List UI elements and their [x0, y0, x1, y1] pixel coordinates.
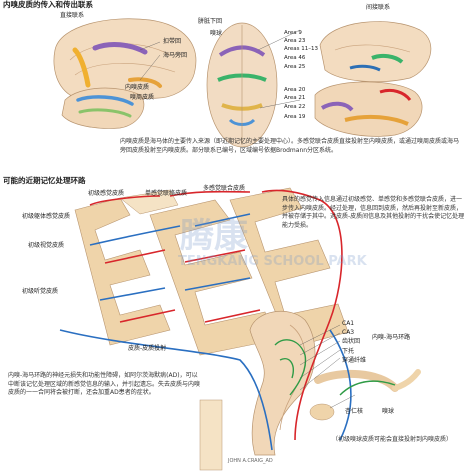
- signature: JOHN A.CRAIG_AD: [228, 458, 273, 464]
- medial-brain-lower-left: [61, 87, 145, 129]
- area-label: Area 22: [284, 104, 306, 110]
- area-label: Area 23: [284, 38, 306, 44]
- hippo-label-ca1: CA1: [342, 320, 355, 327]
- area-label: Area 46: [284, 55, 306, 61]
- bottom-title: 可能的近期记忆处理环路: [3, 176, 86, 185]
- watermark-en: TENGKANG SCHOOL PARK: [178, 254, 367, 269]
- top-leader-lines: [139, 29, 301, 109]
- bottom-caption: 内嗅-海马环路的神经元损失和功能性障碍，如阿尔茨海默病(AD)，可以中断该记忆处…: [8, 372, 201, 396]
- label-parahippocampal: 海马旁回: [163, 52, 188, 59]
- label-perirhinal: 嗅周皮质: [130, 94, 155, 101]
- cortex-label-polymodal: 多感觉联合皮质: [203, 185, 246, 192]
- label-entorhinal: 内嗅皮质: [125, 84, 150, 91]
- top-title: 内嗅皮质的传入和传出联系: [3, 0, 93, 9]
- hippo-label-perforant: 穿通纤维: [342, 357, 367, 364]
- cortex-label-primary: 初级感觉皮质: [88, 190, 125, 197]
- left-label-auditory: 初级听觉皮质: [22, 288, 59, 295]
- left-label-somatosensory: 初级躯体感觉皮质: [22, 213, 71, 220]
- pathway-description: 具体的感觉传入信息通过初级感觉、单感觉和多感觉联合皮质，进一步传入内嗅皮质。经过…: [282, 196, 465, 229]
- green-pathways: [274, 339, 396, 396]
- cortical-projection-label: 皮质-皮质投射: [128, 345, 167, 352]
- watermark-cn: 腾康: [180, 216, 248, 256]
- blue-pathways: [59, 213, 352, 451]
- lateral-brain-right: [319, 21, 432, 83]
- olfactory-bulb-label: 嗅球: [382, 408, 395, 415]
- amygdala-label: 杏仁核: [345, 408, 364, 415]
- hippo-label-subiculum: 下托: [342, 348, 355, 355]
- hippo-label-dentate: 齿状回: [342, 338, 361, 345]
- reciprocal-label: 间接联系: [366, 4, 391, 11]
- loop-label: 内嗅-海马环路: [372, 334, 411, 341]
- label-subcallosal: 胼胝下回: [198, 18, 223, 25]
- medial-brain-left: [53, 18, 197, 103]
- bottom-leader-lines: [299, 324, 356, 409]
- olfactory-note: （初级嗅球皮质可能会直接投射到内嗅皮质）: [332, 436, 453, 443]
- area-label: Areas 11–13: [284, 46, 319, 52]
- label-cingulate: 扣带回: [163, 38, 182, 45]
- area-label: Area 20: [284, 87, 306, 93]
- area-label: Area 21: [284, 95, 306, 101]
- top-caption: 内嗅皮质是海马体的主要传入来源（即近期记忆的主要处理中心）。多感觉联合皮质直接投…: [120, 138, 460, 154]
- cortex-label-unimodal: 单感觉联络皮质: [145, 190, 188, 197]
- area-label: Area 9: [284, 30, 302, 36]
- red-pathways: [89, 189, 343, 441]
- label-olfactory-bulb-top: 嗅球: [210, 30, 223, 37]
- area-label: Area 19: [284, 114, 306, 120]
- hippo-label-ca3: CA3: [342, 329, 355, 336]
- ventral-brain: [206, 22, 278, 148]
- area-label: Area 25: [284, 64, 306, 70]
- afferent-label: 直接联系: [60, 12, 85, 19]
- lateral-brain-lower-right: [314, 81, 423, 137]
- left-label-visual: 初级视觉皮质: [28, 242, 65, 249]
